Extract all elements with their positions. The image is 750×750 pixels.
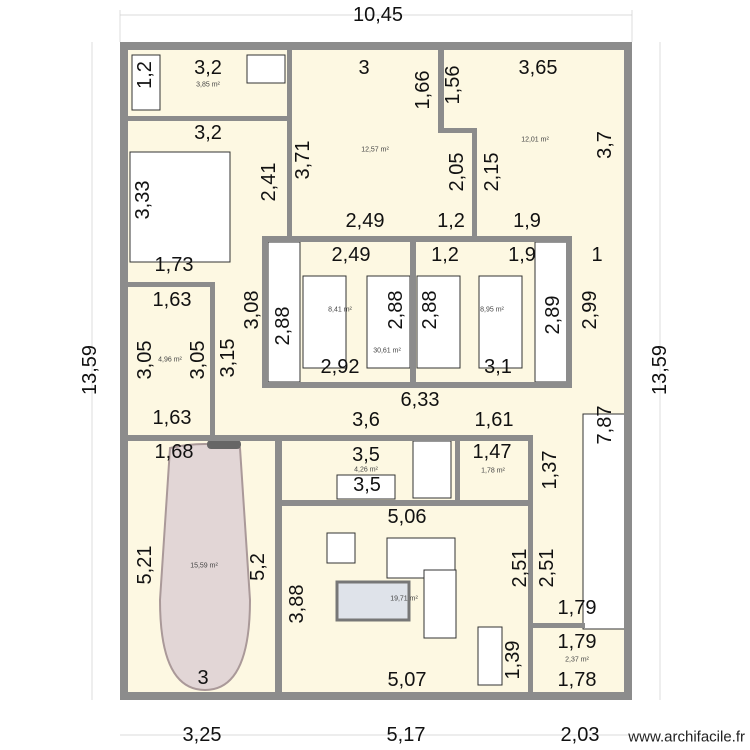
stairs (582, 413, 626, 630)
dimension-label: 1,68 (155, 441, 194, 463)
room-area-label: 4,96 m² (158, 357, 182, 364)
dimension-label: 1,47 (473, 441, 512, 463)
sofa-chaise (423, 569, 457, 639)
room-area-label: 8,41 m² (328, 307, 352, 314)
dimension-label: 3,05 (187, 341, 209, 380)
car-mirror (207, 440, 241, 449)
dimension-label: 3,5 (352, 444, 380, 466)
dimension-label: 1,9 (513, 210, 541, 232)
armchair (326, 532, 356, 564)
dimension-guides (91, 10, 661, 736)
dimension-label: 3,05 (134, 341, 156, 380)
walls (120, 42, 632, 700)
dimension-label: 1,79 (558, 597, 597, 619)
watermark: www.archifacile.fr (627, 729, 745, 746)
sink (246, 54, 286, 84)
dimension-label: 2,88 (272, 307, 294, 346)
room-area-labels: 3,85 m² 12,57 m² 12,01 m² 8,41 m² 30,61 m² 8,… (158, 82, 589, 664)
dimension-label: 10,45 (353, 4, 403, 26)
dimension-label: 3,71 (292, 141, 314, 180)
room-area-label: 12,01 m² (521, 137, 549, 144)
dimension-label: 1,63 (153, 407, 192, 429)
dimension-label: 2,05 (446, 153, 468, 192)
dimension-label: 1,2 (437, 210, 465, 232)
dimension-label: 13,59 (649, 345, 671, 395)
dimension-label: 3,25 (183, 724, 222, 746)
dimension-label: 3,65 (519, 57, 558, 79)
dimension-label: 3,2 (194, 57, 222, 79)
dimension-label: 2,92 (321, 356, 360, 378)
dimension-label: 3 (358, 57, 369, 79)
dimension-label: 1,79 (558, 631, 597, 653)
bed (129, 151, 231, 263)
dimension-label: 6,33 (401, 389, 440, 411)
dimension-label: 1,2 (431, 244, 459, 266)
dimension-label: 1,63 (153, 289, 192, 311)
dimension-label: 3,2 (194, 122, 222, 144)
room-area-label: 30,61 m² (373, 348, 401, 355)
room-area-label: 19,71 m² (390, 596, 418, 603)
dining-table (477, 626, 503, 686)
dimension-label: 5,06 (388, 506, 427, 528)
room-area-label: 4,26 m² (354, 467, 378, 474)
dimension-label: 3,5 (353, 474, 381, 496)
dimension-label: 3,7 (594, 131, 616, 159)
dimension-label: 1,56 (442, 66, 464, 105)
bed-kids-2 (366, 275, 411, 369)
dimension-label: 5,17 (387, 724, 426, 746)
furniture (129, 54, 626, 692)
rug (335, 580, 411, 622)
dimension-label: 2,51 (536, 549, 558, 588)
dimension-label: 2,88 (385, 291, 407, 330)
dimension-labels: 10,45 13,59 13,59 1,2 3,2 3 1,66 1,56 3,65 3,2 3,7… (79, 4, 671, 746)
dimension-label: 3,88 (286, 585, 308, 624)
dimension-label: 2,41 (258, 163, 280, 202)
dimension-label: 5,2 (247, 553, 269, 581)
room-area-label: 12,57 m² (361, 147, 389, 154)
dimension-label: 1,73 (155, 254, 194, 276)
dimension-label: 3,33 (132, 181, 154, 220)
room-area-label: 3,85 m² (196, 82, 220, 89)
dimension-label: 2,03 (561, 724, 600, 746)
dimension-label: 3,08 (241, 291, 263, 330)
room-area-label: 15,59 m² (190, 563, 218, 570)
dimension-label: 1,37 (539, 451, 561, 490)
dimension-label: 5,07 (388, 669, 427, 691)
dimension-label: 3,15 (217, 339, 239, 378)
dimension-label: 1,78 (558, 669, 597, 691)
dimension-label: 1,2 (134, 61, 156, 89)
dimension-label: 1,66 (412, 71, 434, 110)
room-area-label: 1,78 m² (481, 468, 505, 475)
dimension-label: 1,39 (502, 641, 524, 680)
shower (131, 54, 161, 111)
room-area-label: 8,95 m² (480, 307, 504, 314)
dimension-label: 7,87 (594, 406, 616, 445)
dimension-label: 1 (591, 244, 602, 266)
dimension-label: 3,6 (352, 409, 380, 431)
dimension-label: 13,59 (79, 345, 101, 395)
dimension-label: 3 (197, 667, 208, 689)
dimension-label: 2,15 (481, 153, 503, 192)
bed-kids-4 (478, 275, 523, 369)
bed-kids-3 (416, 275, 461, 369)
dimension-label: 3,1 (484, 356, 512, 378)
dimension-label: 2,49 (346, 210, 385, 232)
dimension-label: 5,21 (134, 546, 156, 585)
dimension-label: 2,89 (542, 296, 564, 335)
dimension-label: 1,9 (508, 244, 536, 266)
room-area-label: 2,37 m² (565, 657, 589, 664)
dimension-label: 2,49 (332, 244, 371, 266)
dimension-label: 2,51 (509, 549, 531, 588)
bed-kids-1 (302, 275, 347, 369)
shower-2 (412, 440, 452, 499)
dimension-label: 1,61 (475, 409, 514, 431)
dimension-label: 2,99 (579, 291, 601, 330)
dimension-label: 2,88 (419, 291, 441, 330)
vanity (336, 474, 396, 500)
